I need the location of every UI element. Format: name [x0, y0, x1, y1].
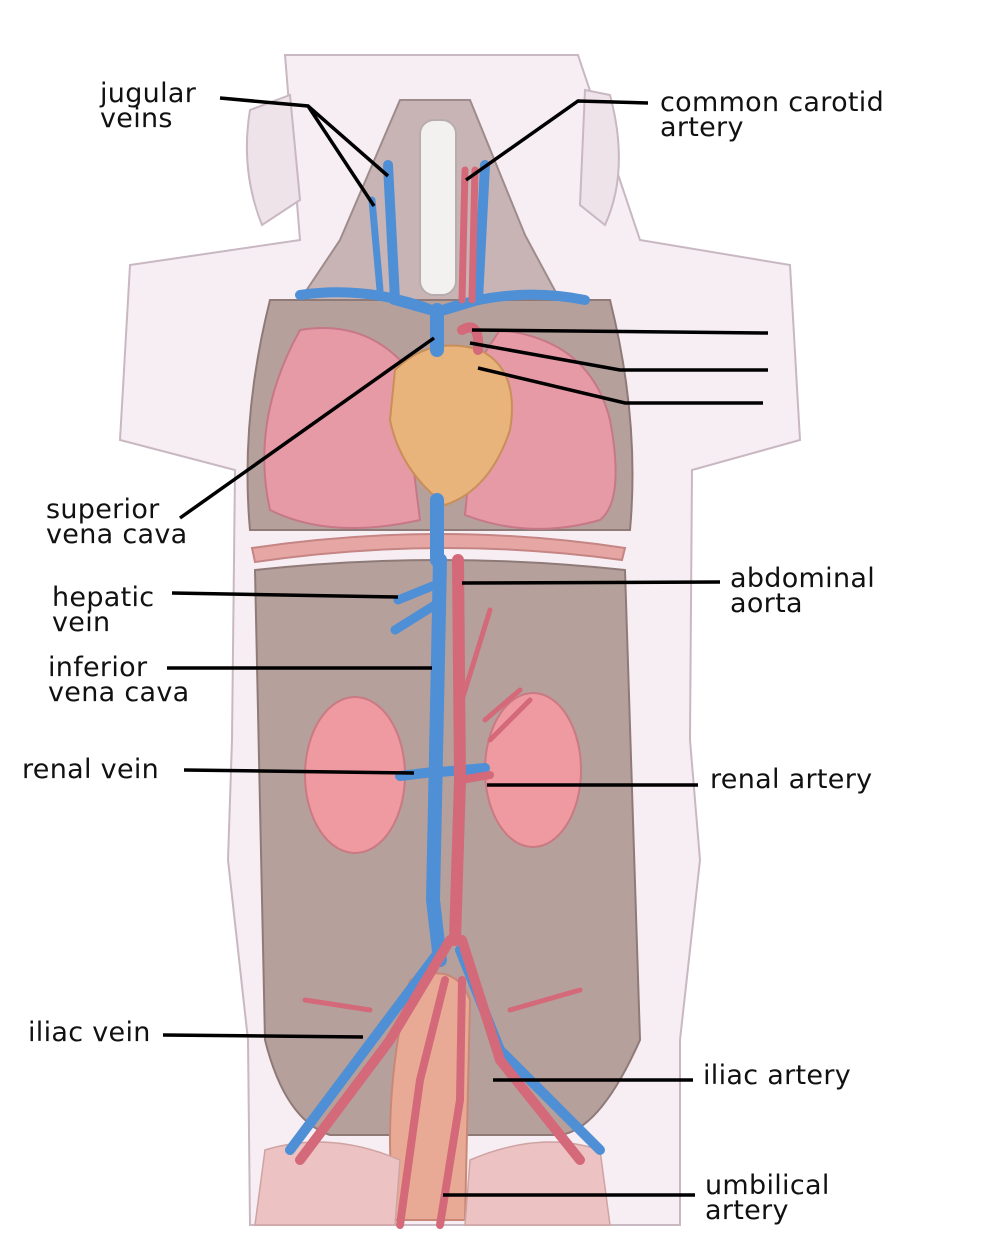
pointer-blank-1 [471, 328, 769, 335]
label-renal-vein: renal vein [22, 754, 160, 785]
label-common-carotid-artery: common carotid artery [660, 87, 885, 143]
common-carotid-left [458, 166, 469, 304]
pointer-renal-vein [183, 768, 415, 775]
inferior-vena-cava [425, 553, 447, 967]
label-renal-artery: renal artery [710, 764, 873, 795]
iliac-artery-left [295, 935, 455, 1165]
celiac-branch [459, 607, 493, 703]
heart [388, 344, 513, 507]
left-ear [245, 93, 302, 227]
pointer-common-carotid [464, 99, 649, 182]
pelvic-region-right [464, 1141, 611, 1226]
left-lung [263, 327, 422, 529]
abdominal-aorta [449, 554, 467, 946]
trachea [419, 119, 457, 296]
label-superior-vena-cava: superior vena cava [46, 494, 188, 550]
label-iliac-vein: iliac vein [28, 1017, 151, 1048]
jugular-vein-left-inner [368, 196, 384, 294]
label-iliac-artery: iliac artery [703, 1060, 851, 1091]
pointer-hepatic-vein [171, 591, 399, 599]
pointer-superior-vena-cava [178, 336, 436, 520]
common-carotid-right [468, 166, 479, 304]
right-ear [578, 88, 620, 227]
label-umbilical-artery: umbilical artery [705, 1170, 830, 1226]
right-kidney [484, 692, 582, 848]
label-jugular-veins: jugular veins [100, 78, 197, 134]
arteries [295, 166, 585, 1229]
veins [285, 160, 605, 1155]
pelvic-region [254, 1141, 401, 1226]
umbilical-artery-right [436, 976, 466, 1229]
left-kidney [304, 696, 406, 854]
hepatic-vein [390, 580, 440, 635]
label-inferior-vena-cava: inferior vena cava [48, 652, 190, 708]
pointer-lines [162, 96, 769, 1197]
renal-artery [456, 771, 494, 784]
renal-branches [482, 687, 533, 743]
label-abdominal-aorta: abdominal aorta [730, 563, 876, 619]
iliac-vein-left [285, 945, 445, 1155]
iliac-artery-right [457, 935, 585, 1165]
pointer-iliac-vein [162, 1033, 364, 1039]
umbilical-artery-left [396, 976, 449, 1229]
label-hepatic-vein: hepatic vein [52, 582, 155, 638]
pointer-blank-3 [477, 366, 763, 405]
pointer-blank-2 [469, 341, 768, 372]
pointer-abdominal-aorta [461, 580, 721, 585]
pointer-jugular-veins [219, 96, 390, 207]
pelvic-branches [302, 987, 583, 1013]
